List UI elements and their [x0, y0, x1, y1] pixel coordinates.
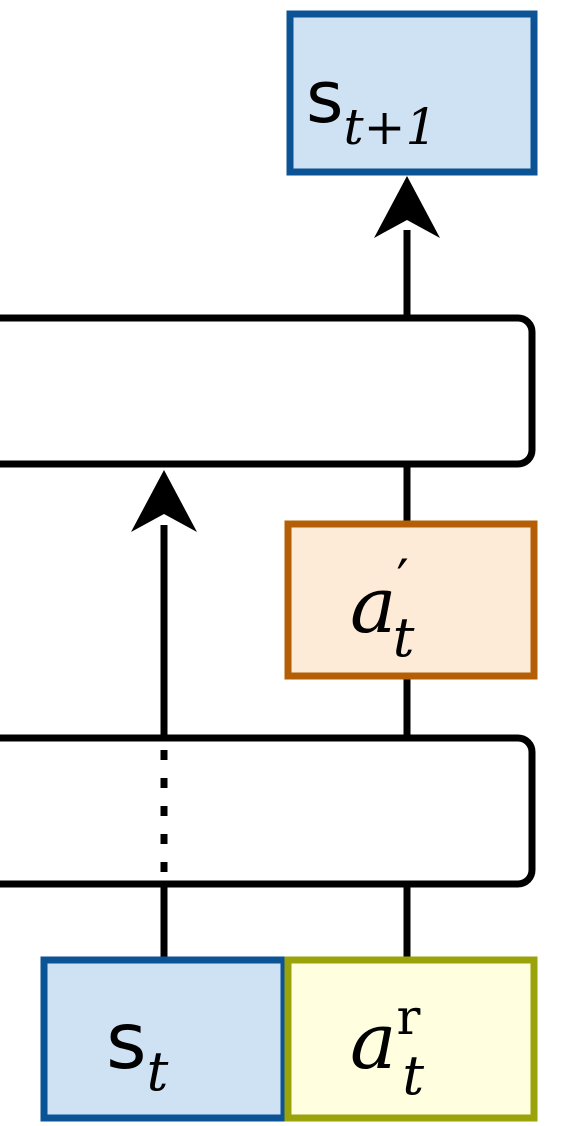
action-r-box	[284, 956, 538, 1122]
next-state-base: s	[306, 55, 344, 139]
action-prime-base: a	[350, 561, 397, 651]
state-base: s	[106, 997, 147, 1087]
next-state-box	[286, 10, 538, 176]
next-state-node: st+1	[286, 10, 538, 176]
action-prime-subscript: t	[393, 606, 415, 669]
state-subscript: t	[147, 1040, 169, 1103]
state-node: st	[40, 956, 288, 1122]
svg-text:a′t: a′t	[350, 548, 415, 669]
svg-text:st+1: st+1	[306, 55, 437, 156]
svg-text:st: st	[106, 997, 169, 1103]
arrow-to-upper-block	[131, 470, 197, 532]
action-prime-node: a′t	[284, 520, 538, 680]
next-state-subscript: t+1	[344, 98, 438, 156]
svg-text:art: art	[350, 988, 424, 1107]
arrow-to-next-state	[374, 176, 440, 238]
action-r-base: a	[350, 997, 397, 1087]
lower-block	[0, 734, 536, 888]
action-r-superscript: r	[397, 988, 421, 1046]
action-prime-superscript: ′	[397, 548, 409, 611]
action-r-subscript: t	[402, 1044, 424, 1107]
state-box	[40, 956, 288, 1122]
action-prime-box	[284, 520, 538, 680]
upper-block	[0, 314, 536, 468]
